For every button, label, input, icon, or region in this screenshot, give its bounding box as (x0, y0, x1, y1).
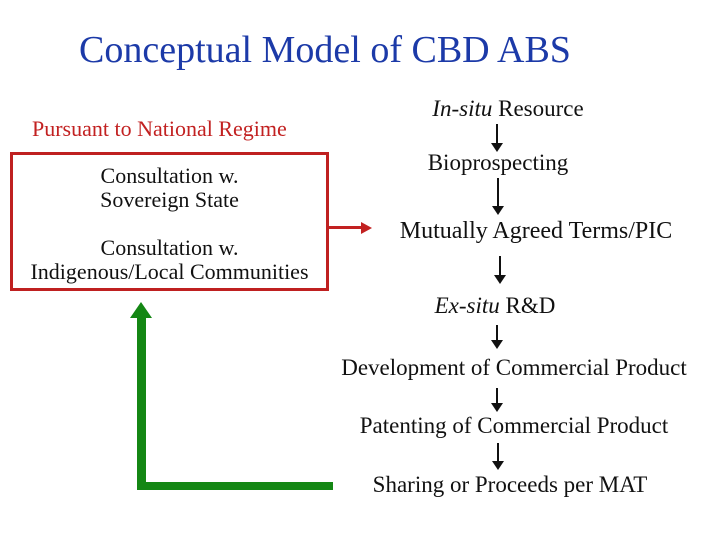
down-arrow-line (496, 325, 498, 341)
flow-step-rest-part: R&D (499, 293, 556, 318)
box-line: Sovereign State (100, 187, 239, 212)
box-text-communities: Consultation w. Indigenous/Local Communi… (13, 236, 326, 284)
down-arrow-icon (491, 403, 503, 412)
box-text-sovereign: Consultation w. Sovereign State (13, 164, 326, 212)
down-arrow-line (496, 124, 498, 144)
slide-title: Conceptual Model of CBD ABS (79, 29, 571, 71)
red-connector-line (329, 226, 362, 229)
consultation-box: Consultation w. Sovereign State Consulta… (10, 152, 329, 291)
down-arrow-line (497, 443, 499, 462)
left-heading: Pursuant to National Regime (32, 116, 287, 141)
box-line: Indigenous/Local Communities (30, 259, 309, 284)
flow-step-bioprospecting: Bioprospecting (427, 150, 569, 175)
flow-step-rest-part: Resource (492, 96, 584, 121)
down-arrow-icon (494, 275, 506, 284)
green-arrowhead-icon (130, 302, 152, 318)
green-horizontal-line (137, 482, 333, 490)
down-arrow-icon (492, 206, 504, 215)
flow-step-patenting: Patenting of Commercial Product (359, 413, 669, 438)
box-line: Consultation w. (100, 235, 239, 260)
down-arrow-line (496, 388, 498, 404)
down-arrow-line (499, 256, 501, 276)
flow-step-sharing: Sharing or Proceeds per MAT (372, 472, 648, 497)
down-arrow-icon (492, 461, 504, 470)
flow-step-exsitu-rd: Ex-situ R&D (345, 293, 645, 319)
flow-step-mutually-agreed-terms: Mutually Agreed Terms/PIC (399, 218, 673, 244)
down-arrow-line (497, 178, 499, 207)
box-line: Consultation w. (100, 163, 239, 188)
green-vertical-line (137, 316, 146, 490)
flow-step-development: Development of Commercial Product (341, 355, 687, 380)
down-arrow-icon (491, 340, 503, 349)
flow-step-italic-part: In-situ (432, 96, 493, 121)
red-arrowhead-icon (361, 222, 372, 234)
flow-step-insitu-resource: In-situ Resource (358, 96, 658, 122)
flow-step-italic-part: Ex-situ (434, 293, 500, 318)
down-arrow-icon (491, 143, 503, 152)
